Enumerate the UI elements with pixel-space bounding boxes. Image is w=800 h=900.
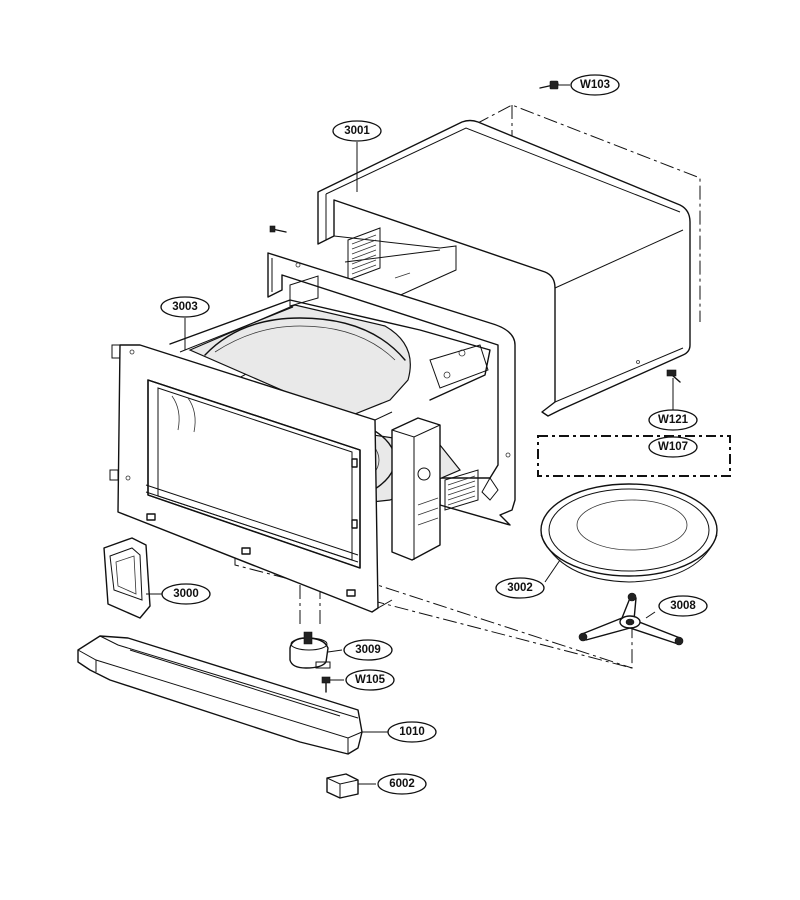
callout-label-3002: 3002 xyxy=(507,582,533,594)
callout-w105: W105 xyxy=(345,669,395,691)
callout-label-3001: 3001 xyxy=(344,125,370,137)
cabinet-vent xyxy=(347,227,381,281)
callout-label-w103: W103 xyxy=(580,79,610,91)
roller-rotor xyxy=(578,592,684,646)
callout-3000: 3000 xyxy=(161,583,211,605)
callout-3008: 3008 xyxy=(658,595,708,617)
callout-label-w105: W105 xyxy=(355,674,386,686)
glass-tray xyxy=(540,483,718,583)
screw-small-left xyxy=(269,225,287,233)
screw-w103 xyxy=(539,80,559,90)
foot xyxy=(326,773,359,799)
callout-3001: 3001 xyxy=(332,120,382,142)
callout-label-1010: 1010 xyxy=(399,726,425,738)
callout-w121: W121 xyxy=(648,409,698,431)
cavity-vent xyxy=(444,469,479,511)
outer-cabinet xyxy=(317,119,691,417)
front-bar xyxy=(77,635,363,755)
leader-lines xyxy=(146,84,674,785)
callout-w103: W103 xyxy=(570,74,620,96)
callout-label-3003: 3003 xyxy=(172,301,198,313)
callout-label-6002: 6002 xyxy=(389,778,415,790)
callout-label-3009: 3009 xyxy=(355,644,381,656)
callout-w107: W107 xyxy=(648,436,698,458)
callout-1010: 1010 xyxy=(387,721,437,743)
cover-plate xyxy=(103,537,151,619)
turntable-motor xyxy=(289,631,331,669)
screw-w105 xyxy=(321,676,331,693)
callout-label-w121: W121 xyxy=(658,414,689,426)
callout-label-w107: W107 xyxy=(658,441,688,453)
control-box xyxy=(391,417,441,561)
callout-6002: 6002 xyxy=(377,773,427,795)
callout-label-3008: 3008 xyxy=(670,600,696,612)
callout-3003: 3003 xyxy=(160,296,210,318)
callout-3009: 3009 xyxy=(343,639,393,661)
callout-3002: 3002 xyxy=(495,577,545,599)
front-frame xyxy=(109,344,393,613)
screw-w121 xyxy=(666,369,681,383)
callout-label-3000: 3000 xyxy=(173,588,199,600)
